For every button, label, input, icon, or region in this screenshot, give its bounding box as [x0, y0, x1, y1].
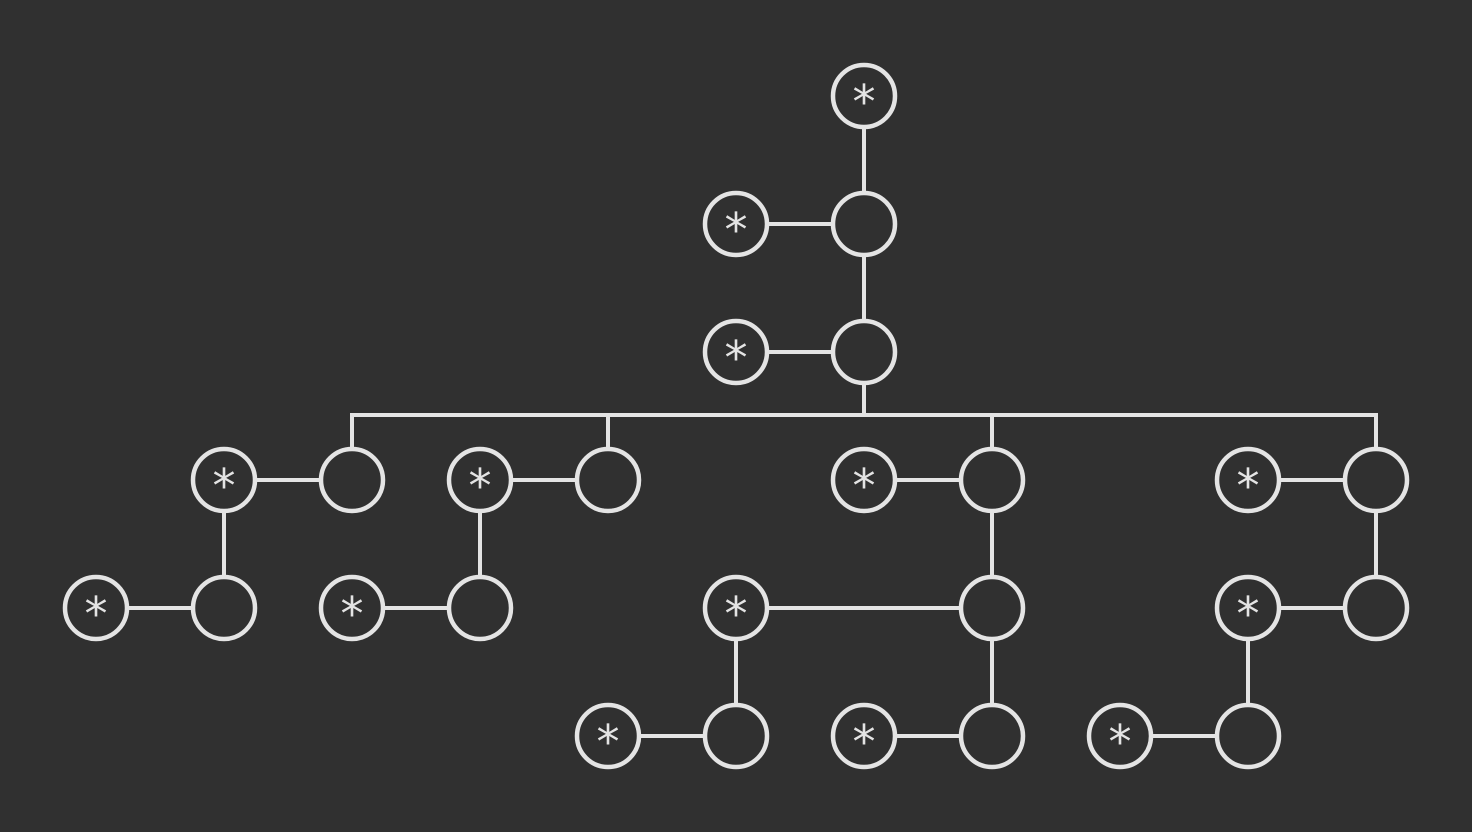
star-node: *	[702, 190, 770, 258]
star-node: *	[446, 446, 514, 514]
asterisk-label: *	[853, 75, 876, 129]
node-circle	[958, 446, 1026, 514]
empty-node	[1342, 574, 1410, 642]
node-circle	[830, 318, 898, 386]
node-circle	[702, 574, 770, 642]
node-circle	[1342, 446, 1410, 514]
empty-node	[1342, 446, 1410, 514]
node-circle	[958, 702, 1026, 770]
empty-node	[958, 446, 1026, 514]
node-circle	[318, 574, 386, 642]
star-node: *	[702, 574, 770, 642]
star-node: *	[830, 446, 898, 514]
asterisk-label: *	[853, 459, 876, 513]
node-circle	[446, 574, 514, 642]
asterisk-label: *	[853, 715, 876, 769]
asterisk-label: *	[725, 203, 748, 257]
star-node: *	[1214, 574, 1282, 642]
node-circle	[830, 62, 898, 130]
star-node: *	[574, 702, 642, 770]
node-circle	[446, 446, 514, 514]
node-circle	[190, 446, 258, 514]
empty-node	[702, 702, 770, 770]
node-circle	[1342, 574, 1410, 642]
node-circle	[702, 702, 770, 770]
asterisk-label: *	[341, 587, 364, 641]
node-circle	[62, 574, 130, 642]
node-circle	[830, 446, 898, 514]
star-node: *	[830, 702, 898, 770]
asterisk-label: *	[469, 459, 492, 513]
node-circle	[830, 702, 898, 770]
star-node: *	[1214, 446, 1282, 514]
node-circle	[958, 574, 1026, 642]
star-node: *	[1086, 702, 1154, 770]
empty-node	[830, 190, 898, 258]
star-node: *	[830, 62, 898, 130]
node-circle	[190, 574, 258, 642]
empty-node	[318, 446, 386, 514]
star-node: *	[62, 574, 130, 642]
node-circle	[574, 446, 642, 514]
node-circle	[318, 446, 386, 514]
node-circle	[702, 190, 770, 258]
star-node: *	[702, 318, 770, 386]
asterisk-label: *	[725, 331, 748, 385]
empty-node	[830, 318, 898, 386]
node-circle	[1214, 574, 1282, 642]
asterisk-label: *	[213, 459, 236, 513]
asterisk-label: *	[1109, 715, 1132, 769]
empty-node	[190, 574, 258, 642]
nodes-layer: * * * * * * * * * * * * * *	[62, 62, 1410, 770]
node-circle	[830, 190, 898, 258]
asterisk-label: *	[597, 715, 620, 769]
asterisk-label: *	[1237, 587, 1260, 641]
node-circle	[1214, 446, 1282, 514]
node-circle	[702, 318, 770, 386]
empty-node	[1214, 702, 1282, 770]
empty-node	[446, 574, 514, 642]
empty-node	[574, 446, 642, 514]
edge-n4-n20	[862, 350, 1378, 482]
node-circle	[1214, 702, 1282, 770]
node-circle	[1086, 702, 1154, 770]
empty-node	[958, 574, 1026, 642]
star-node: *	[190, 446, 258, 514]
asterisk-label: *	[1237, 459, 1260, 513]
asterisk-label: *	[85, 587, 108, 641]
star-node: *	[318, 574, 386, 642]
node-circle	[574, 702, 642, 770]
asterisk-label: *	[725, 587, 748, 641]
empty-node	[958, 702, 1026, 770]
